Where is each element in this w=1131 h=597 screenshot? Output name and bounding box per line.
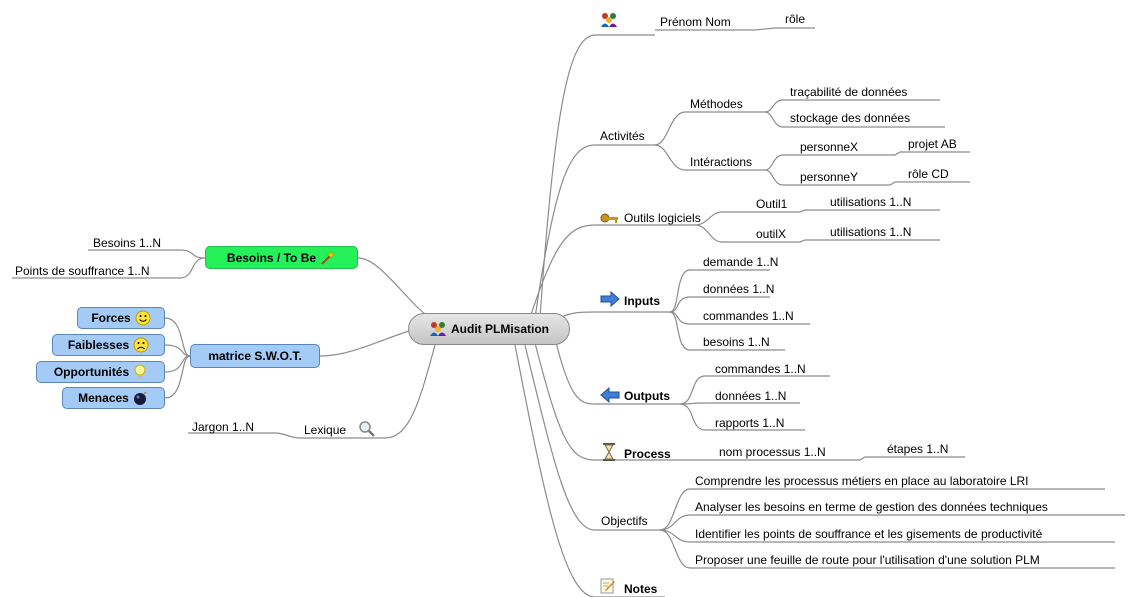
swot-topic[interactable]: matrice S.W.O.T. — [190, 344, 320, 368]
besoins-label: Besoins / To Be — [226, 250, 317, 265]
activites-topic[interactable]: Activités — [600, 129, 645, 143]
personne-x[interactable]: personneX — [800, 140, 859, 154]
lexique-topic[interactable]: Lexique — [304, 423, 347, 437]
swot-faiblesses[interactable]: Faiblesses — [52, 334, 165, 356]
objectif-item[interactable]: Comprendre les processus métiers en plac… — [695, 474, 1029, 488]
key-icon — [600, 213, 618, 223]
outputs-topic[interactable]: Outputs — [624, 389, 670, 403]
objectifs-topic[interactable]: Objectifs — [601, 514, 648, 528]
objectif-item[interactable]: Identifier les points de souffrance et l… — [695, 527, 1043, 541]
input-item[interactable]: besoins 1..N — [703, 335, 770, 349]
arrow-right-icon — [600, 291, 620, 307]
central-topic[interactable]: Audit PLMisation — [408, 313, 570, 345]
swot-forces[interactable]: Forces — [77, 307, 165, 329]
bomb-icon — [133, 391, 147, 405]
central-topic-label: Audit PLMisation — [451, 322, 549, 336]
objectif-item[interactable]: Proposer une feuille de route pour l'uti… — [695, 553, 1040, 567]
process-name[interactable]: nom processus 1..N — [719, 445, 826, 459]
swot-item-label: Menaces — [78, 391, 129, 405]
outilx-usage[interactable]: utilisations 1..N — [830, 225, 912, 239]
outil1[interactable]: Outil1 — [756, 197, 788, 211]
swot-menaces[interactable]: Menaces — [62, 387, 165, 409]
objectif-item[interactable]: Analyser les besoins en terme de gestion… — [695, 500, 1048, 514]
magic-wand-icon — [321, 249, 336, 265]
besoins-item[interactable]: Besoins 1..N — [93, 236, 162, 250]
notepad-icon — [600, 578, 615, 594]
output-item[interactable]: rapports 1..N — [715, 416, 785, 430]
personne-y[interactable]: personneY — [800, 170, 859, 184]
input-item[interactable]: commandes 1..N — [703, 309, 794, 323]
interactions-topic[interactable]: Intéractions — [690, 155, 753, 169]
outil1-usage[interactable]: utilisations 1..N — [830, 195, 912, 209]
swot-item-label: Faiblesses — [67, 338, 130, 352]
projet-label[interactable]: projet AB — [908, 137, 957, 151]
lexique-item[interactable]: Jargon 1..N — [192, 420, 255, 434]
inputs-topic[interactable]: Inputs — [624, 294, 660, 308]
besoins-item[interactable]: Points de souffrance 1..N — [15, 264, 150, 278]
lightbulb-icon — [134, 364, 146, 379]
notes-topic[interactable]: Notes — [624, 582, 658, 596]
smiley-sad-icon — [133, 337, 149, 353]
process-steps[interactable]: étapes 1..N — [887, 442, 949, 456]
outils-topic[interactable]: Outils logiciels — [624, 211, 701, 225]
methode-item[interactable]: traçabilité de données — [790, 85, 908, 99]
outilx[interactable]: outilX — [756, 227, 787, 241]
people-group-icon — [430, 322, 446, 336]
input-item[interactable]: données 1..N — [703, 282, 775, 296]
smiley-happy-icon — [135, 310, 151, 326]
hourglass-icon — [603, 443, 615, 461]
person-role[interactable]: rôle — [785, 12, 806, 26]
output-item[interactable]: données 1..N — [715, 389, 787, 403]
methodes-topic[interactable]: Méthodes — [690, 97, 743, 111]
methode-item[interactable]: stockage des données — [790, 111, 911, 125]
people-group-icon — [601, 13, 617, 27]
role-label[interactable]: rôle CD — [908, 167, 949, 181]
process-topic[interactable]: Process — [624, 447, 671, 461]
swot-opportunites[interactable]: Opportunités — [36, 361, 165, 383]
output-item[interactable]: commandes 1..N — [715, 362, 806, 376]
arrow-left-icon — [600, 387, 620, 403]
swot-label: matrice S.W.O.T. — [208, 349, 302, 363]
swot-item-label: Forces — [91, 311, 131, 325]
person-name[interactable]: Prénom Nom — [660, 15, 731, 29]
besoins-topic[interactable]: Besoins / To Be — [205, 246, 358, 269]
swot-item-label: Opportunités — [53, 365, 130, 379]
magnifier-icon — [359, 421, 375, 437]
input-item[interactable]: demande 1..N — [703, 255, 779, 269]
